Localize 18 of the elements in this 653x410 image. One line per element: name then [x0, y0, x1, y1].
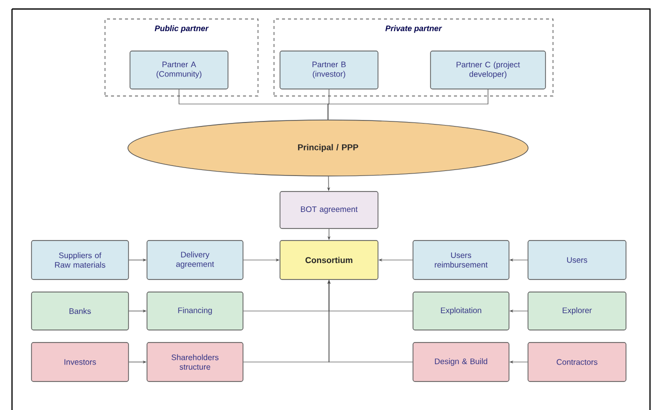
process-box: Partner C (project developer)	[430, 50, 546, 90]
process-box: Financing	[146, 292, 244, 330]
process-box: Banks	[31, 292, 129, 330]
process-box: Shareholders structure	[146, 342, 244, 382]
connector	[328, 89, 488, 120]
process-box: Contractors	[528, 342, 626, 382]
process-box: Partner B (investor)	[280, 50, 378, 90]
process-box: Exploitation	[412, 292, 510, 330]
process-box: Users reimbursement	[412, 240, 510, 280]
process-box: BOT agreement	[280, 191, 378, 229]
process-box: Partner A (Community)	[130, 50, 228, 90]
process-box: Suppliers of Raw materials	[31, 240, 129, 280]
process-box: Delivery agreement	[146, 240, 244, 280]
process-box: Investors	[31, 342, 129, 382]
process-box: Consortium	[280, 240, 378, 280]
process-box: Users	[528, 240, 626, 280]
process-box: Explorer	[528, 292, 626, 330]
process-box: Design & Build	[412, 342, 510, 382]
